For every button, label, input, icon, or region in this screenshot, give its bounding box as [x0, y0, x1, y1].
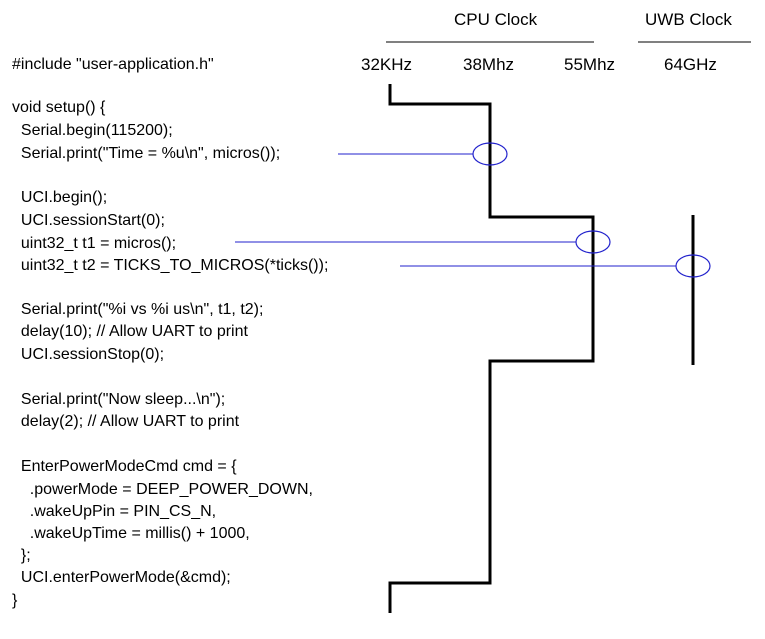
freq-label-55mhz: 55Mhz	[564, 55, 616, 74]
marker-ellipse-t1	[575, 230, 611, 254]
code-line: uint32_t t1 = micros();	[12, 235, 177, 252]
marker-ellipse-time-print	[472, 142, 508, 166]
code-line: };	[12, 547, 31, 564]
code-line: Serial.begin(115200);	[12, 122, 173, 139]
code-line: uint32_t t2 = TICKS_TO_MICROS(*ticks());	[12, 257, 329, 274]
marker-ellipse-t2	[675, 254, 711, 278]
code-line: EnterPowerModeCmd cmd = {	[12, 458, 237, 475]
code-line: void setup() {	[12, 99, 106, 116]
code-line: UCI.sessionStart(0);	[12, 212, 165, 229]
code-line: .powerMode = DEEP_POWER_DOWN,	[12, 481, 313, 498]
code-line: UCI.sessionStop(0);	[12, 346, 165, 363]
code-line: Serial.print("Time = %u\n", micros());	[12, 145, 281, 162]
cpu-clock-trace	[388, 84, 595, 613]
code-line: Serial.print("Now sleep...\n");	[12, 391, 226, 408]
freq-label-38mhz: 38Mhz	[463, 55, 515, 74]
code-line: UCI.enterPowerMode(&cmd);	[12, 569, 231, 586]
code-line: Serial.print("%i vs %i us\n", t1, t2);	[12, 301, 264, 318]
freq-label-64ghz: 64GHz	[664, 55, 717, 74]
code-line: delay(2); // Allow UART to print	[12, 413, 240, 430]
code-line: delay(10); // Allow UART to print	[12, 323, 248, 340]
uwb-clock-header: UWB Clock	[645, 10, 732, 29]
code-line: .wakeUpPin = PIN_CS_N,	[12, 503, 217, 520]
code-line: }	[12, 592, 18, 609]
cpu-clock-header: CPU Clock	[454, 10, 538, 29]
code-line: UCI.begin();	[12, 189, 108, 206]
include-line: #include "user-application.h"	[12, 56, 214, 73]
freq-label-32khz: 32KHz	[361, 55, 413, 74]
code-line: .wakeUpTime = millis() + 1000,	[12, 525, 250, 542]
